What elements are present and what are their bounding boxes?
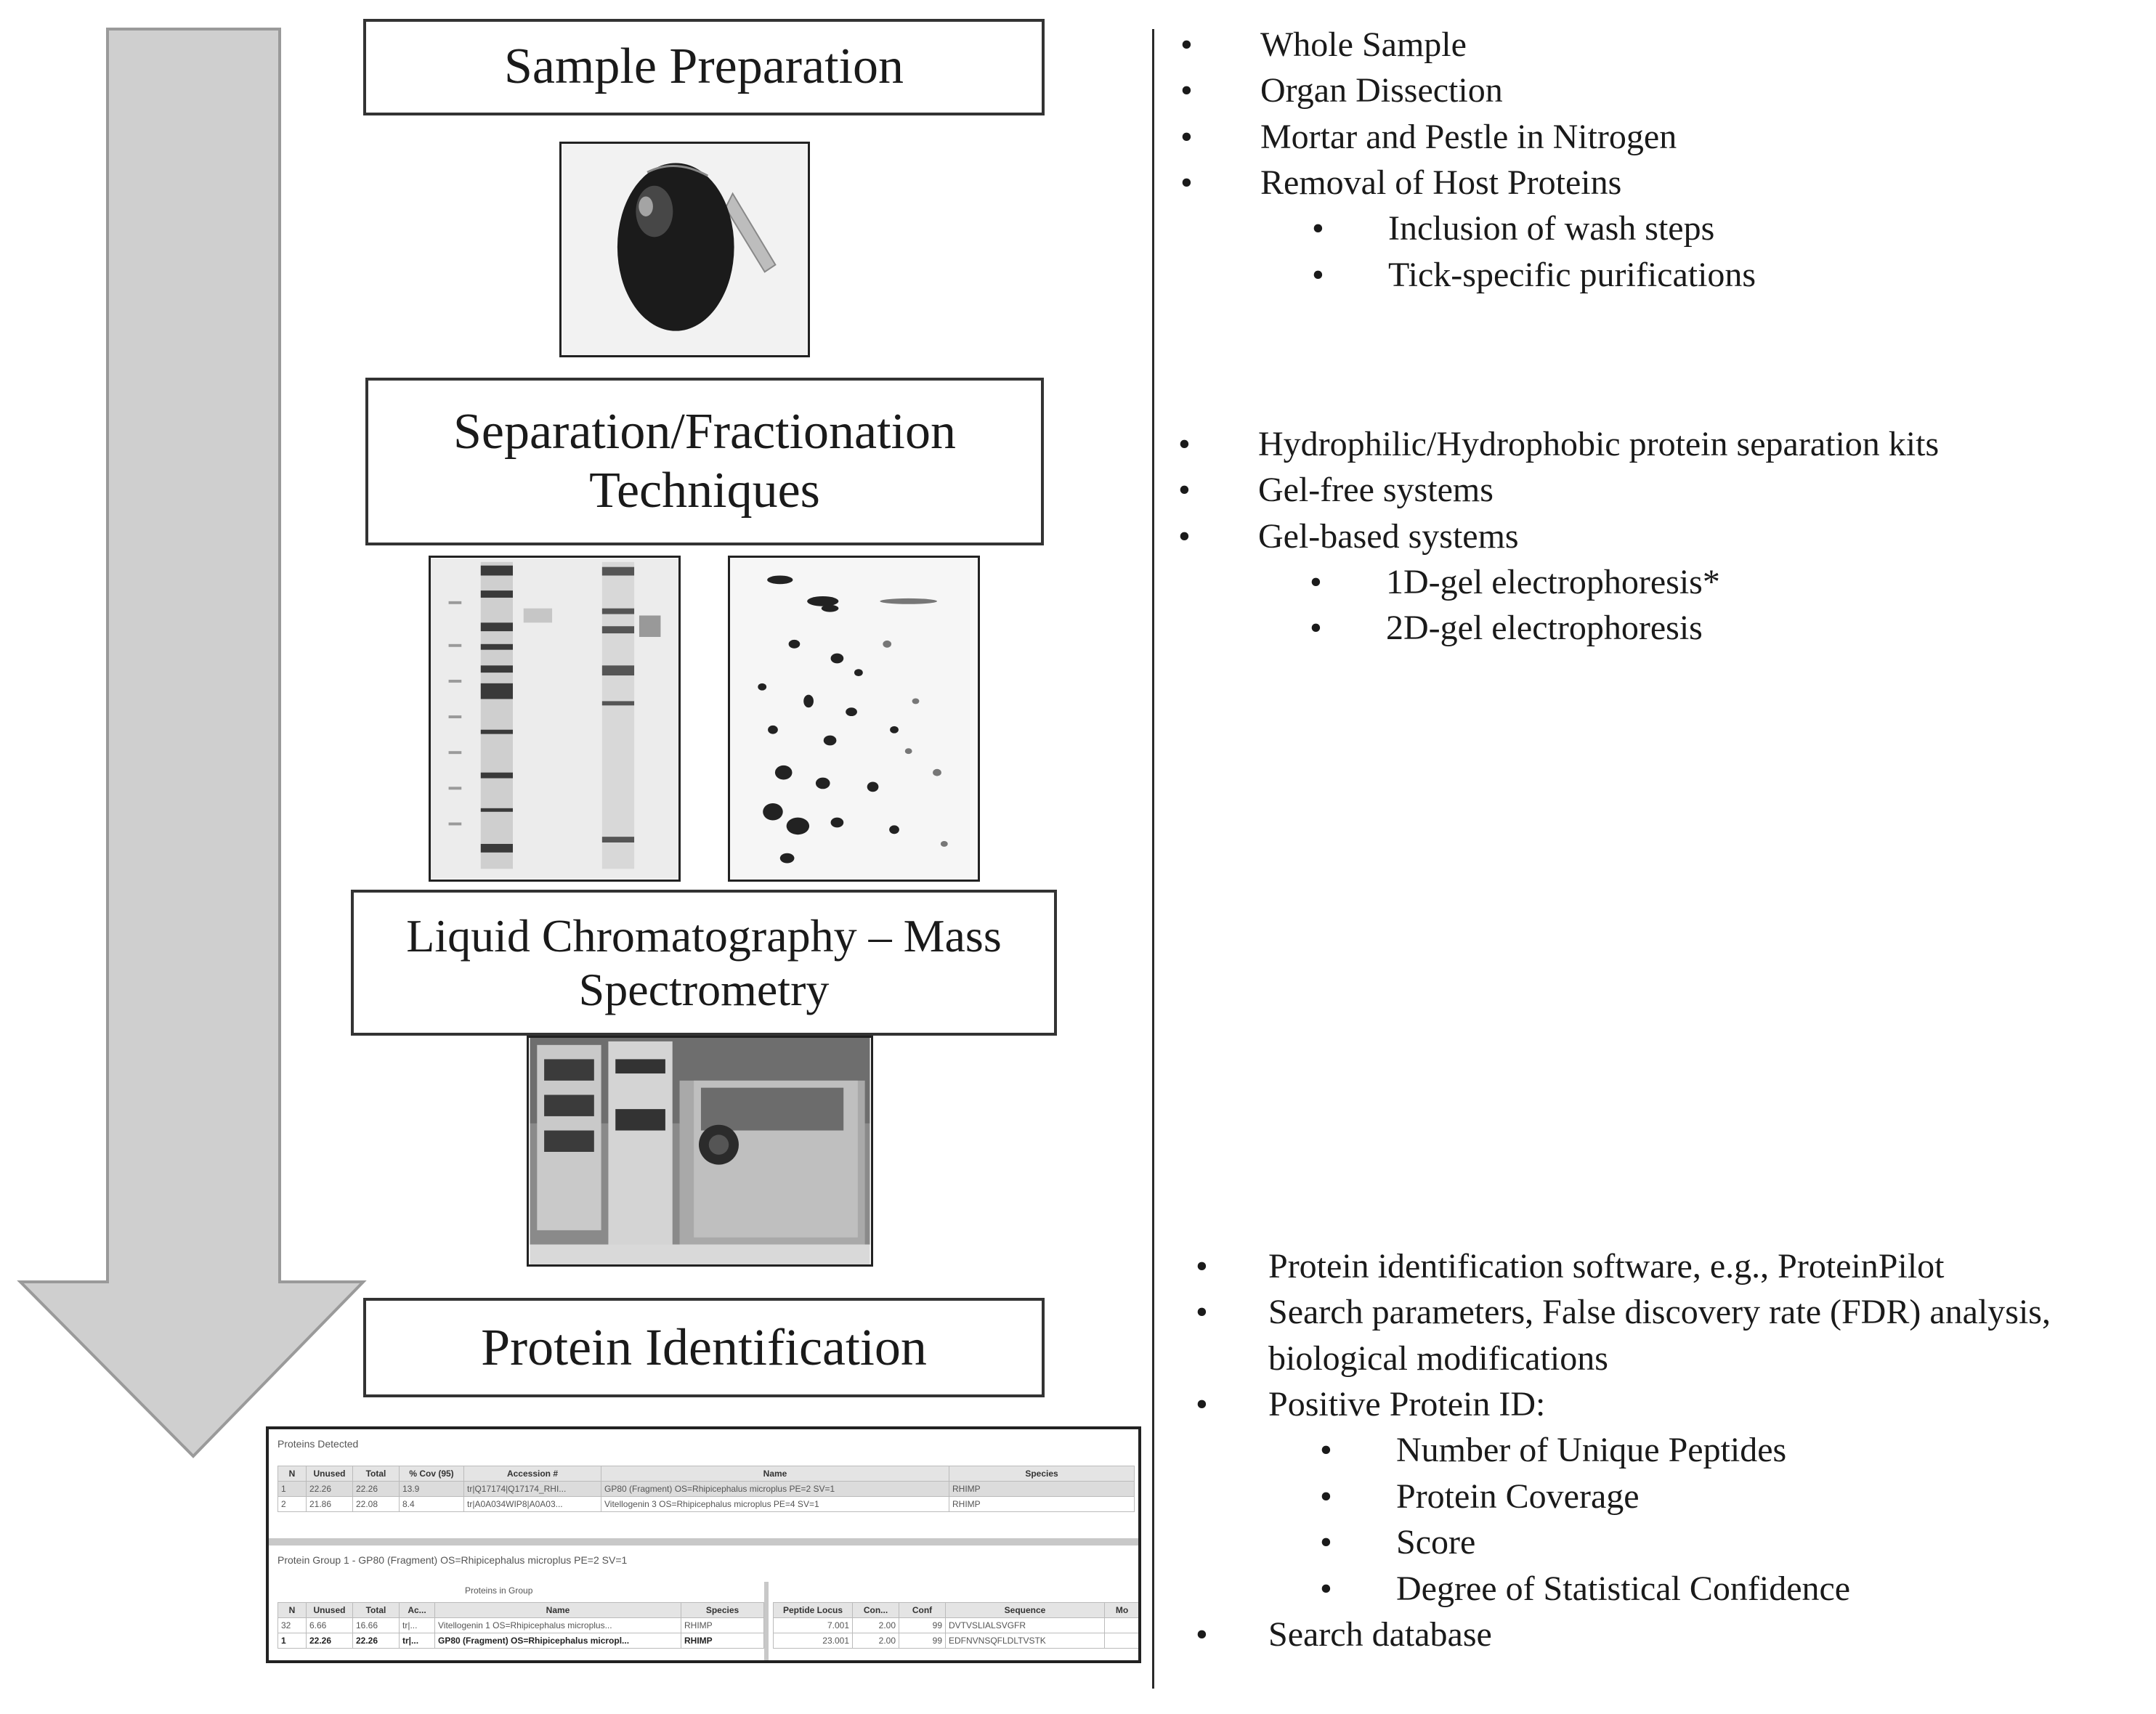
col-unused: Unused (306, 1466, 353, 1482)
stage-lcms-line2: Spectrometry (578, 963, 830, 1015)
table-row[interactable]: 7.001 2.00 99 DVTVSLIALSVGFR (773, 1617, 1138, 1633)
stage-protein-identification: Protein Identification (363, 1298, 1045, 1397)
list-item: •Search database (1196, 1615, 1492, 1654)
sample-prep-list: •Whole Sample •Organ Dissection •Mortar … (1180, 22, 1756, 298)
tick-photo (559, 142, 810, 357)
list-item: •Inclusion of wash steps (1312, 209, 1715, 248)
list-item: biological modifications (1268, 1339, 1608, 1378)
workflow-arrow (17, 28, 367, 1458)
proteins-in-group-table: N Unused Total Ac... Name Species 32 6.6… (277, 1602, 764, 1649)
identification-list: •Protein identification software, e.g., … (1196, 1243, 2051, 1657)
stage-sample-preparation: Sample Preparation (363, 19, 1045, 115)
list-item: •Degree of Statistical Confidence (1320, 1569, 1851, 1608)
stage-protein-identification-label: Protein Identification (481, 1318, 927, 1377)
list-item: •Score (1320, 1523, 1476, 1562)
list-item: •Search parameters, False discovery rate… (1196, 1293, 2051, 1332)
column-divider (1152, 29, 1154, 1689)
stage-lcms: Liquid Chromatography – Mass Spectrometr… (351, 890, 1057, 1036)
col-name: Name (601, 1466, 949, 1482)
col-n: N (277, 1466, 307, 1482)
list-item: •Hydrophilic/Hydrophobic protein separat… (1178, 425, 1940, 463)
list-item: •Gel-based systems (1178, 516, 1519, 556)
table-row[interactable]: 1 22.26 22.26 tr|... GP80 (Fragment) OS=… (277, 1633, 764, 1649)
col-species: Species (949, 1466, 1135, 1482)
panel-divider (269, 1538, 1138, 1546)
proteinpilot-screenshot: Proteins Detected N Unused Total % Cov (… (266, 1426, 1141, 1663)
list-item: •1D-gel electrophoresis* (1310, 563, 1720, 602)
list-item: •Positive Protein ID: (1196, 1385, 1546, 1424)
list-item: •Mortar and Pestle in Nitrogen (1180, 117, 1677, 156)
stage-separation-line2: Techniques (589, 462, 820, 519)
list-item: •2D-gel electrophoresis (1310, 609, 1703, 648)
gel-2d-image (728, 556, 980, 882)
list-item: •Whole Sample (1180, 25, 1467, 64)
list-item: •Number of Unique Peptides (1320, 1431, 1787, 1470)
list-item: •Protein identification software, e.g., … (1196, 1247, 1945, 1286)
list-item: •Tick-specific purifications (1312, 255, 1756, 294)
col-total: Total (352, 1466, 400, 1482)
col-cov: % Cov (95) (399, 1466, 464, 1482)
proteins-detected-title: Proteins Detected (277, 1438, 359, 1450)
separation-list: •Hydrophilic/Hydrophobic protein separat… (1178, 421, 1940, 651)
col-accession: Accession # (463, 1466, 601, 1482)
list-item: •Organ Dissection (1180, 71, 1503, 110)
split-divider (764, 1582, 769, 1660)
proteins-in-group-label: Proteins in Group (465, 1585, 533, 1596)
proteins-detected-table: N Unused Total % Cov (95) Accession # Na… (277, 1466, 1135, 1512)
gel-1d-image (429, 556, 681, 882)
table-row[interactable]: 23.001 2.00 99 EDFNVNSQFLDLTVSTK (773, 1633, 1138, 1649)
stage-separation-line1: Separation/Fractionation (453, 404, 957, 460)
list-item: •Gel-free systems (1178, 471, 1494, 510)
list-item: •Protein Coverage (1320, 1477, 1640, 1516)
list-item: •Removal of Host Proteins (1180, 163, 1622, 203)
stage-separation: Separation/Fractionation Techniques (365, 378, 1044, 545)
lcms-instrument-photo (527, 1036, 873, 1267)
stage-sample-preparation-label: Sample Preparation (503, 38, 904, 95)
table-row[interactable]: 2 21.86 22.08 8.4 tr|A0A034WIP8|A0A03...… (277, 1496, 1135, 1512)
stage-lcms-line1: Liquid Chromatography – Mass (406, 909, 1002, 962)
table-row[interactable]: 1 22.26 22.26 13.9 tr|Q17174|Q17174_RHI.… (277, 1481, 1135, 1497)
table-row[interactable]: 32 6.66 16.66 tr|... Vitellogenin 1 OS=R… (277, 1617, 764, 1633)
peptides-table: Peptide Locus Con... Conf Sequence Mo 7.… (773, 1602, 1138, 1649)
protein-group-title: Protein Group 1 - GP80 (Fragment) OS=Rhi… (277, 1554, 628, 1566)
